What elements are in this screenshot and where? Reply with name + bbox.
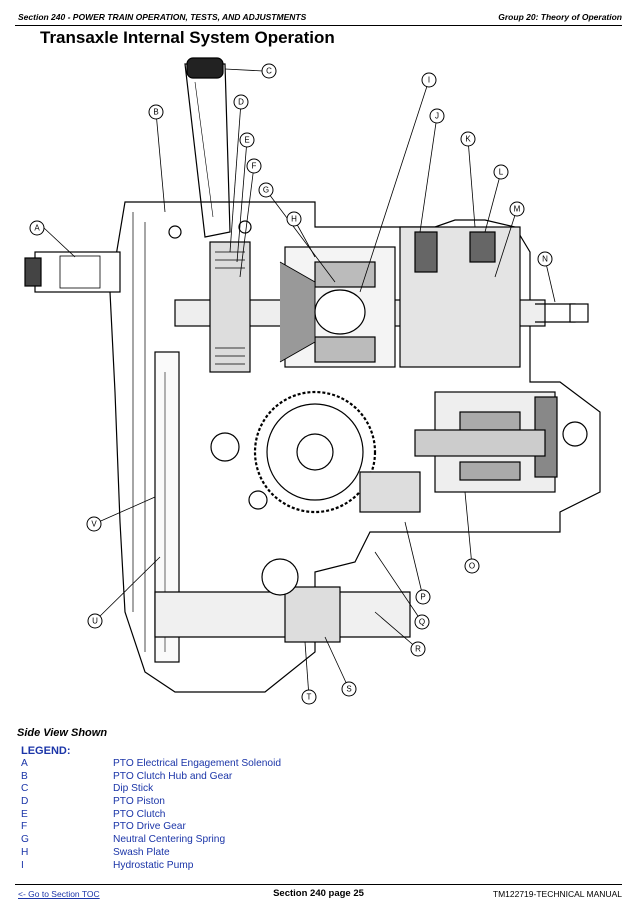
callout-e: E <box>239 132 255 148</box>
legend-item: H Swash Plate <box>21 847 421 860</box>
callout-a: A <box>29 220 45 236</box>
callout-p: P <box>415 589 431 605</box>
svg-text:U: U <box>92 617 98 626</box>
toc-link[interactable]: <- Go to Section TOC <box>18 889 100 899</box>
svg-text:T: T <box>307 693 312 702</box>
legend-key: A <box>21 758 28 769</box>
legend-label: Dip Stick <box>113 783 154 795</box>
footer-rule <box>15 884 622 885</box>
callout-l: L <box>493 164 509 180</box>
svg-text:G: G <box>263 186 269 195</box>
view-caption: Side View Shown <box>17 727 108 739</box>
legend-label: Neutral Centering Spring <box>113 834 226 846</box>
svg-text:P: P <box>420 593 425 602</box>
svg-text:S: S <box>346 685 351 694</box>
legend-label: PTO Clutch Hub and Gear <box>113 770 233 782</box>
legend-key: F <box>21 821 28 833</box>
legend-key: E <box>21 808 28 820</box>
legend-key: I <box>21 859 24 871</box>
svg-text:N: N <box>542 255 548 264</box>
legend-label: Swash Plate <box>113 846 170 858</box>
page-footer: <- Go to Section TOC Section 240 page 25… <box>15 886 622 900</box>
legend-label: PTO Clutch <box>113 808 166 820</box>
legend-key: G <box>21 834 29 846</box>
callout-r: R <box>410 641 426 657</box>
svg-text:H: H <box>291 215 297 224</box>
svg-text:D: D <box>238 98 244 107</box>
legend-item: D PTO Piston <box>21 796 421 809</box>
page-number: Section 240 page 25 <box>273 888 364 899</box>
callout-k: K <box>460 131 476 147</box>
callout-b: B <box>148 104 164 120</box>
svg-text:A: A <box>34 224 40 233</box>
legend-key: H <box>21 846 29 858</box>
legend-item: A PTO Electrical Engagement Solenoid <box>21 758 421 771</box>
legend-item: G Neutral Centering Spring <box>21 834 421 847</box>
manual-id: TM122719-TECHNICAL MANUAL <box>492 889 622 899</box>
svg-text:M: M <box>514 205 521 214</box>
legend-title: LEGEND: <box>21 745 71 757</box>
group-heading: Group 20: Theory of Operation <box>498 12 622 22</box>
legend-list: A PTO Electrical Engagement Solenoid B PTO… <box>21 758 421 872</box>
callout-c: C <box>261 63 277 79</box>
callout-d: D <box>233 94 249 110</box>
svg-text:Q: Q <box>419 618 425 627</box>
legend-label: Hydrostatic Pump <box>113 859 194 871</box>
callout-o: O <box>464 558 480 574</box>
svg-text:L: L <box>499 168 504 177</box>
callout-labels: A B C D E F G H I J K L M N O P Q R S T … <box>29 63 553 705</box>
svg-text:F: F <box>252 162 257 171</box>
legend-label: PTO Drive Gear <box>113 821 186 833</box>
svg-text:V: V <box>91 520 97 529</box>
svg-text:I: I <box>428 76 430 85</box>
legend-key: D <box>21 796 29 808</box>
legend-key: B <box>21 770 28 782</box>
svg-text:C: C <box>266 67 272 76</box>
callout-s: S <box>341 681 357 697</box>
transaxle-diagram: A B C D E F G H I J K L M N O P Q R S T … <box>24 57 601 705</box>
legend-key: C <box>21 783 29 795</box>
section-heading: Section 240 - POWER TRAIN OPERATION, TES… <box>18 12 307 22</box>
callout-f: F <box>246 158 262 174</box>
legend-item: F PTO Drive Gear <box>21 821 421 834</box>
svg-text:B: B <box>153 108 158 117</box>
callout-q: Q <box>414 614 430 630</box>
callout-i: I <box>421 72 437 88</box>
header-rule <box>15 25 622 26</box>
callout-j: J <box>429 108 445 124</box>
callout-t: T <box>301 689 317 705</box>
callout-m: M <box>509 201 525 217</box>
legend-label: PTO Electrical Engagement Solenoid <box>113 758 281 769</box>
svg-text:K: K <box>465 135 471 144</box>
legend-item: E PTO Clutch <box>21 809 421 822</box>
svg-text:O: O <box>469 562 475 571</box>
legend-item: B PTO Clutch Hub and Gear <box>21 771 421 784</box>
callout-h: H <box>286 211 302 227</box>
page-title: Transaxle Internal System Operation <box>40 28 335 47</box>
callout-u: U <box>87 613 103 629</box>
svg-text:R: R <box>415 645 421 654</box>
svg-text:J: J <box>435 112 439 121</box>
legend-label: PTO Piston <box>113 796 165 808</box>
legend-item: I Hydrostatic Pump <box>21 860 421 873</box>
legend-item: C Dip Stick <box>21 783 421 796</box>
svg-text:E: E <box>244 136 249 145</box>
page-header: Section 240 - POWER TRAIN OPERATION, TES… <box>15 10 622 24</box>
callout-g: G <box>258 182 274 198</box>
callout-n: N <box>537 251 553 267</box>
callout-v: V <box>86 516 102 532</box>
